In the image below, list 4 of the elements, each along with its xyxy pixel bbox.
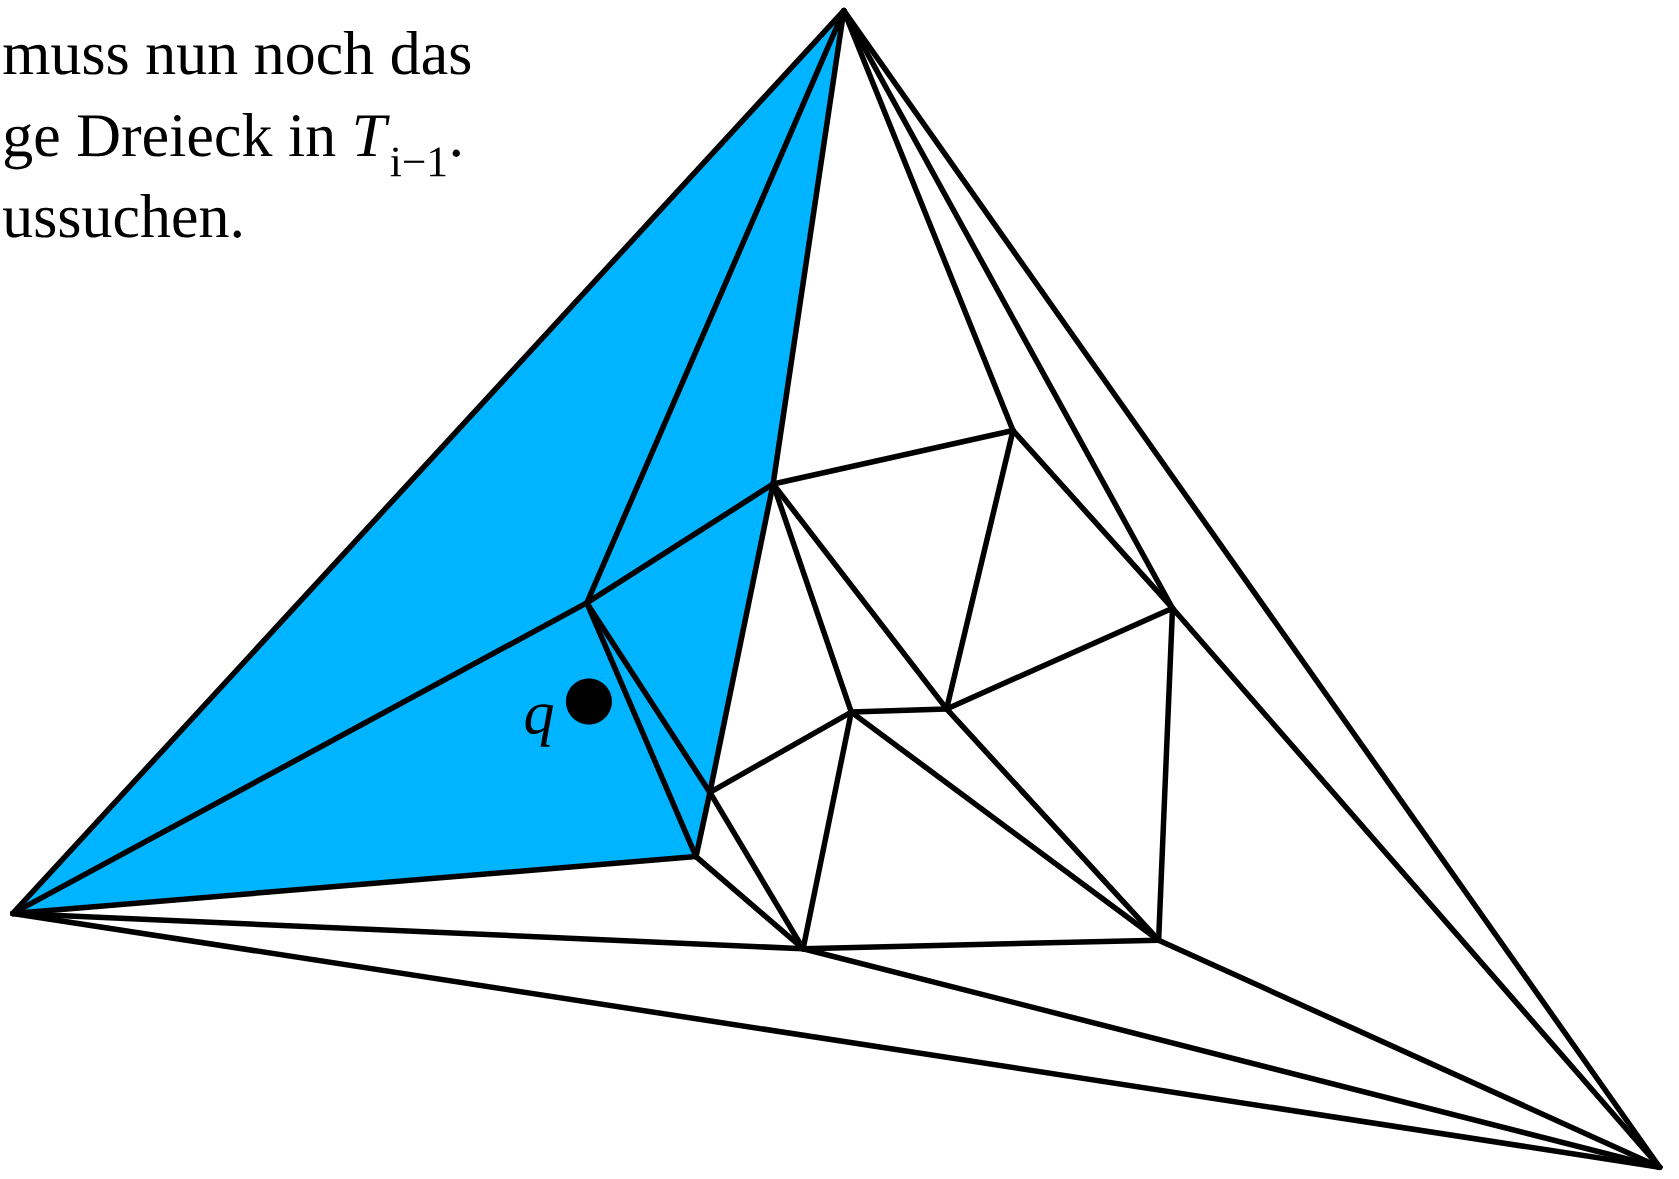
text-line: muss nun noch das <box>3 31 471 75</box>
point-label: q <box>525 704 554 747</box>
text-line: ussuchen. <box>3 194 241 238</box>
text-line: ge Dreieck in T$_{i−1}$. <box>4 113 460 177</box>
